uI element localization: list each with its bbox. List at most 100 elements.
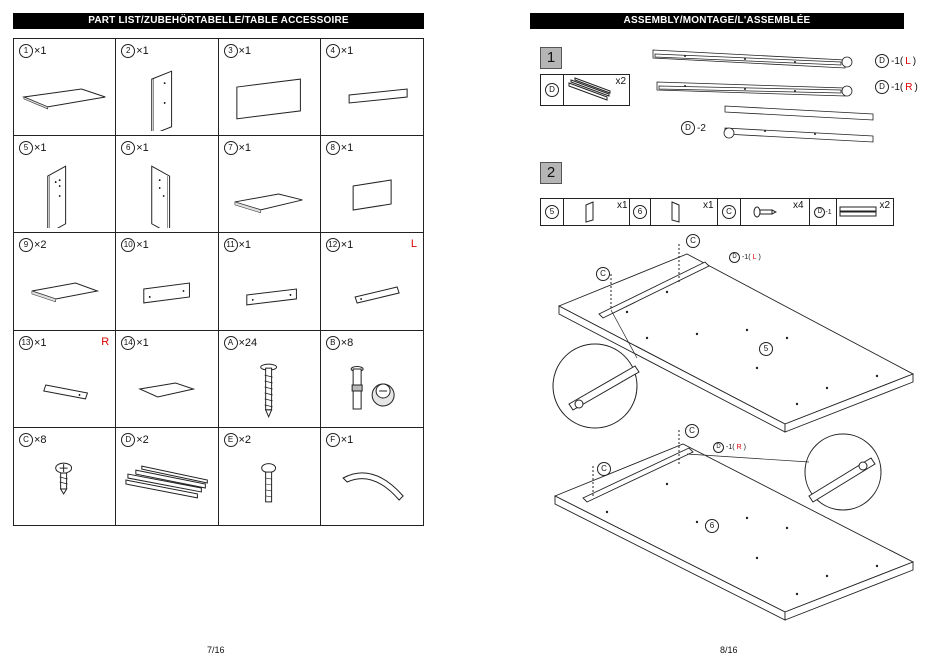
cam-lock-icon: [321, 351, 423, 423]
step-number: 1: [540, 47, 562, 69]
part-qty: ×1: [136, 337, 149, 349]
part-cell: 10×1: [116, 233, 218, 330]
part-qty: ×1: [136, 239, 149, 251]
part-qty: ×1: [34, 337, 47, 349]
part-id: 1: [19, 44, 33, 58]
part-qty: ×1: [34, 142, 47, 154]
part-cell: E×2: [219, 428, 321, 525]
part-id: 4: [326, 44, 340, 58]
part-id: 8: [326, 141, 340, 155]
part-cell: C×8: [14, 428, 116, 525]
side-panel-drawing: [14, 156, 115, 228]
left-page: PART LIST/ZUBEHÖRTABELLE/TABLE ACCESSOIR…: [0, 0, 475, 660]
drawer-front-drawing: [116, 253, 217, 325]
part-id: B: [326, 336, 340, 350]
short-screw-icon: [753, 204, 777, 220]
part-id: 6: [633, 205, 647, 219]
handle-screw-icon: [219, 448, 320, 520]
short-screw-icon: [14, 448, 115, 520]
part-qty: ×1: [341, 142, 354, 154]
part-id: D: [545, 83, 559, 97]
small-panel-drawing: [321, 156, 423, 228]
part-cell: D×2: [116, 428, 218, 525]
drawer-slide-icon: [839, 205, 877, 219]
part-id: 5: [545, 205, 559, 219]
side-tag-right: R: [101, 336, 109, 348]
part-id: C: [722, 205, 736, 219]
part-cell: 13×1 R: [14, 331, 116, 428]
part-cell: 7×1: [219, 136, 321, 233]
part-qty: x2: [615, 76, 626, 87]
part-qty: ×1: [239, 142, 252, 154]
part-cell: 12×1 L: [321, 233, 423, 330]
part-qty: ×2: [239, 434, 252, 446]
part-qty: ×2: [136, 434, 149, 446]
part-qty: ×24: [239, 337, 258, 349]
assembly-drawing: [547, 228, 927, 630]
rail-label-right: D -1(R): [875, 80, 918, 94]
wood-screw-icon: [219, 351, 320, 423]
part-cell: 11×1: [219, 233, 321, 330]
callout-c: C: [597, 462, 611, 476]
top-panel-drawing: [14, 59, 115, 131]
part-qty: ×1: [341, 45, 354, 57]
part-cell: 3×1: [219, 39, 321, 136]
side-panel-drawing: [116, 156, 217, 228]
part-id: 2: [121, 44, 135, 58]
step2-parts-box: 5 x1 6 x1 C x4 D-1 x2: [540, 198, 894, 226]
side-panel-drawing: [116, 59, 217, 131]
part-id: 14: [121, 336, 135, 350]
drawer-back-drawing: [219, 253, 320, 325]
part-qty: ×1: [239, 45, 252, 57]
part-qty: ×1: [239, 239, 252, 251]
back-panel-drawing: [219, 59, 320, 131]
drawer-slide-icon: [116, 448, 217, 520]
side-panel-icon: [583, 201, 597, 223]
drawer-bottom-drawing: [116, 351, 217, 423]
rail-label-left: D -1(L): [875, 54, 916, 68]
part-cell: 5×1: [14, 136, 116, 233]
part-id: A: [224, 336, 238, 350]
panel-label: 6: [705, 519, 719, 533]
side-tag-left: L: [411, 238, 417, 250]
part-id: 13: [19, 336, 33, 350]
rail-callout-right: D -1(R): [713, 442, 746, 453]
part-cell: 6×1: [116, 136, 218, 233]
part-qty: ×1: [341, 239, 354, 251]
shelf-drawing: [14, 253, 115, 325]
page-number: 8/16: [720, 645, 738, 655]
part-id: C: [19, 433, 33, 447]
part-id: 9: [19, 238, 33, 252]
part-list-table: 1×1 2×1 3×1 4×1 5×1 6×1 7×1 8×1: [13, 38, 424, 526]
part-id: D: [814, 207, 825, 218]
step1-parts-box: D x2: [540, 74, 630, 106]
part-qty: ×8: [34, 434, 47, 446]
step-number: 2: [540, 162, 562, 184]
part-cell: 14×1: [116, 331, 218, 428]
part-qty: ×1: [136, 45, 149, 57]
part-cell: 4×1: [321, 39, 423, 136]
rail-callout-left: D -1(L): [729, 252, 761, 263]
part-id: 6: [121, 141, 135, 155]
part-qty: ×1: [341, 434, 354, 446]
drawer-slide-icon: [567, 77, 611, 103]
drawer-side-drawing: [14, 351, 115, 423]
page-number: 7/16: [207, 645, 225, 655]
part-cell: 8×1: [321, 136, 423, 233]
part-id: 3: [224, 44, 238, 58]
part-list-header: PART LIST/ZUBEHÖRTABELLE/TABLE ACCESSOIR…: [13, 13, 424, 29]
part-id: 10: [121, 238, 135, 252]
callout-c: C: [686, 234, 700, 248]
part-id: 11: [224, 238, 238, 252]
panel-label: 5: [759, 342, 773, 356]
part-qty: ×1: [136, 142, 149, 154]
shelf-drawing: [219, 156, 320, 228]
part-cell: A×24: [219, 331, 321, 428]
assembly-header: ASSEMBLY/MONTAGE/L'ASSEMBLÉE: [530, 13, 904, 29]
part-qty: ×2: [34, 239, 47, 251]
part-cell: B×8: [321, 331, 423, 428]
side-panel-icon: [669, 201, 683, 223]
rail-label-d2: D -2: [681, 121, 706, 135]
part-cell: 2×1: [116, 39, 218, 136]
part-id: E: [224, 433, 238, 447]
